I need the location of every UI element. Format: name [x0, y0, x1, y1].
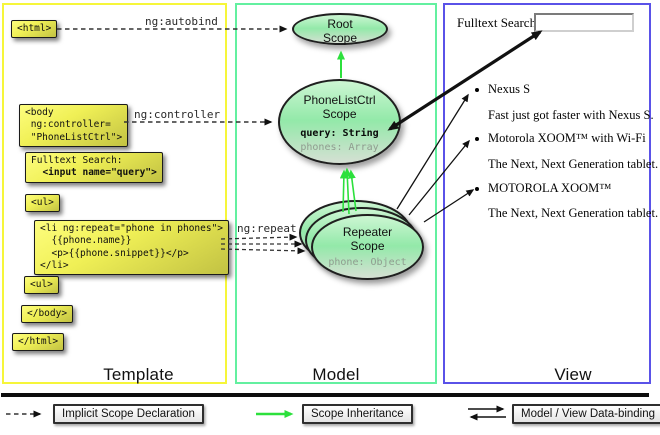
prop-phone: phone: Object [328, 257, 407, 269]
code-box-ul-close: <ul> [24, 276, 59, 295]
ng-controller-label: ng:controller [134, 108, 221, 121]
view-item-desc: The Next, Next Generation tablet. [488, 206, 659, 220]
root-scope-ellipse: Root Scope [292, 13, 388, 45]
legend-divider [1, 393, 649, 397]
view-item-title: MOTOROLA XOOM™ [488, 181, 612, 195]
ng-autobind-label: ng:autobind [145, 15, 218, 28]
legend-scope-inheritance: Scope Inheritance [302, 404, 413, 424]
repeater-scope-ellipse: Repeater Scope phone: Object [311, 214, 424, 280]
view-column-title: View [554, 365, 592, 384]
fulltext-search-input[interactable] [534, 13, 634, 32]
repeater-scope-label: Repeater Scope [342, 225, 393, 254]
code-box-body-close: </body> [21, 305, 74, 324]
code-box-fulltext: Fulltext Search: <input name="query"> [25, 152, 163, 183]
root-scope-label: Root Scope [322, 17, 358, 46]
bullet-icon [475, 137, 479, 141]
model-column: Model [235, 3, 437, 384]
code-box-ul-open: <ul> [25, 194, 60, 213]
legend-double-arrow-icon [468, 405, 506, 421]
legend-model-view-binding: Model / View Data-binding [512, 404, 660, 424]
view-item-title: Nexus S [488, 82, 531, 96]
fulltext-search-label: Fulltext Search: [457, 15, 540, 30]
phonelistctrl-scope-ellipse: PhoneListCtrl Scope query: String phones… [278, 79, 401, 165]
ng-repeat-label: ng:repeat [237, 222, 297, 235]
prop-query: query: String [300, 128, 379, 140]
bullet-icon [475, 88, 479, 92]
code-box-html-close: </html> [12, 333, 65, 352]
view-item-title: Motorola XOOM™ with Wi-Fi [488, 131, 646, 145]
code-box-body-open: <body ng:controller= "PhoneListCtrl"> [19, 104, 129, 148]
code-box-li-repeat: <li ng:repeat="phone in phones"> {{phone… [34, 220, 230, 276]
phonelistctrl-scope-label: PhoneListCtrl Scope [303, 93, 376, 122]
model-column-title: Model [312, 365, 360, 384]
view-item-desc: Fast just got faster with Nexus S. [488, 108, 654, 122]
template-column-title: Template [103, 365, 174, 384]
code-box-html-open: <html> [11, 20, 58, 39]
code-fulltext-input: <input name="query"> [31, 167, 157, 179]
view-item-desc: The Next, Next Generation tablet. [488, 157, 659, 171]
code-fulltext-label: Fulltext Search: [31, 155, 123, 166]
prop-phones: phones: Array [300, 141, 379, 153]
bullet-icon [475, 187, 479, 191]
legend-implicit-scope: Implicit Scope Declaration [53, 404, 204, 424]
